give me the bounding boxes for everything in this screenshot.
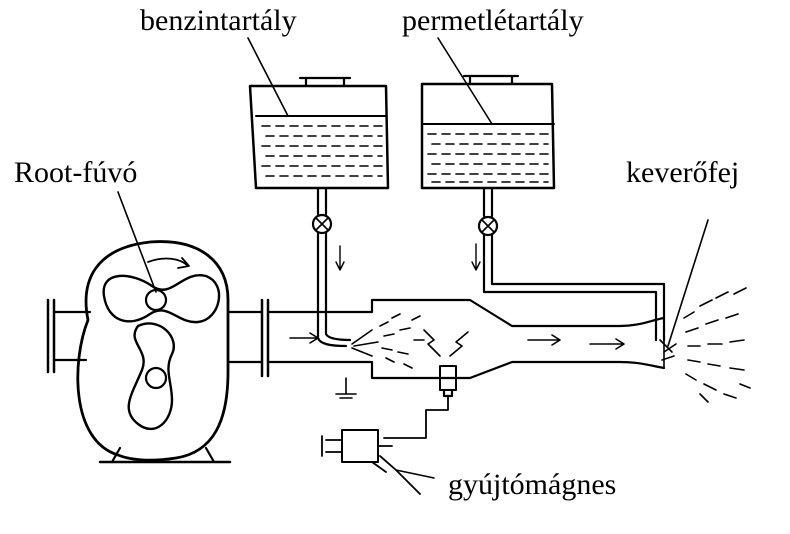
ignition-system bbox=[322, 366, 456, 494]
label-fuel-tank: benzintartály bbox=[140, 4, 297, 37]
root-blower bbox=[48, 242, 268, 462]
label-mixing-head: keverőfej bbox=[626, 156, 740, 189]
label-spray-tank: permetlétartály bbox=[402, 4, 584, 37]
mixing-head-spray bbox=[660, 288, 750, 402]
fuel-spray bbox=[352, 314, 468, 368]
label-magneto: gyújtómágnes bbox=[448, 468, 617, 501]
label-blower: Root-fúvó bbox=[14, 156, 138, 189]
air-duct bbox=[268, 300, 664, 398]
leader-lines bbox=[118, 38, 708, 478]
fuel-tank bbox=[250, 78, 388, 346]
spray-tank bbox=[422, 76, 664, 340]
